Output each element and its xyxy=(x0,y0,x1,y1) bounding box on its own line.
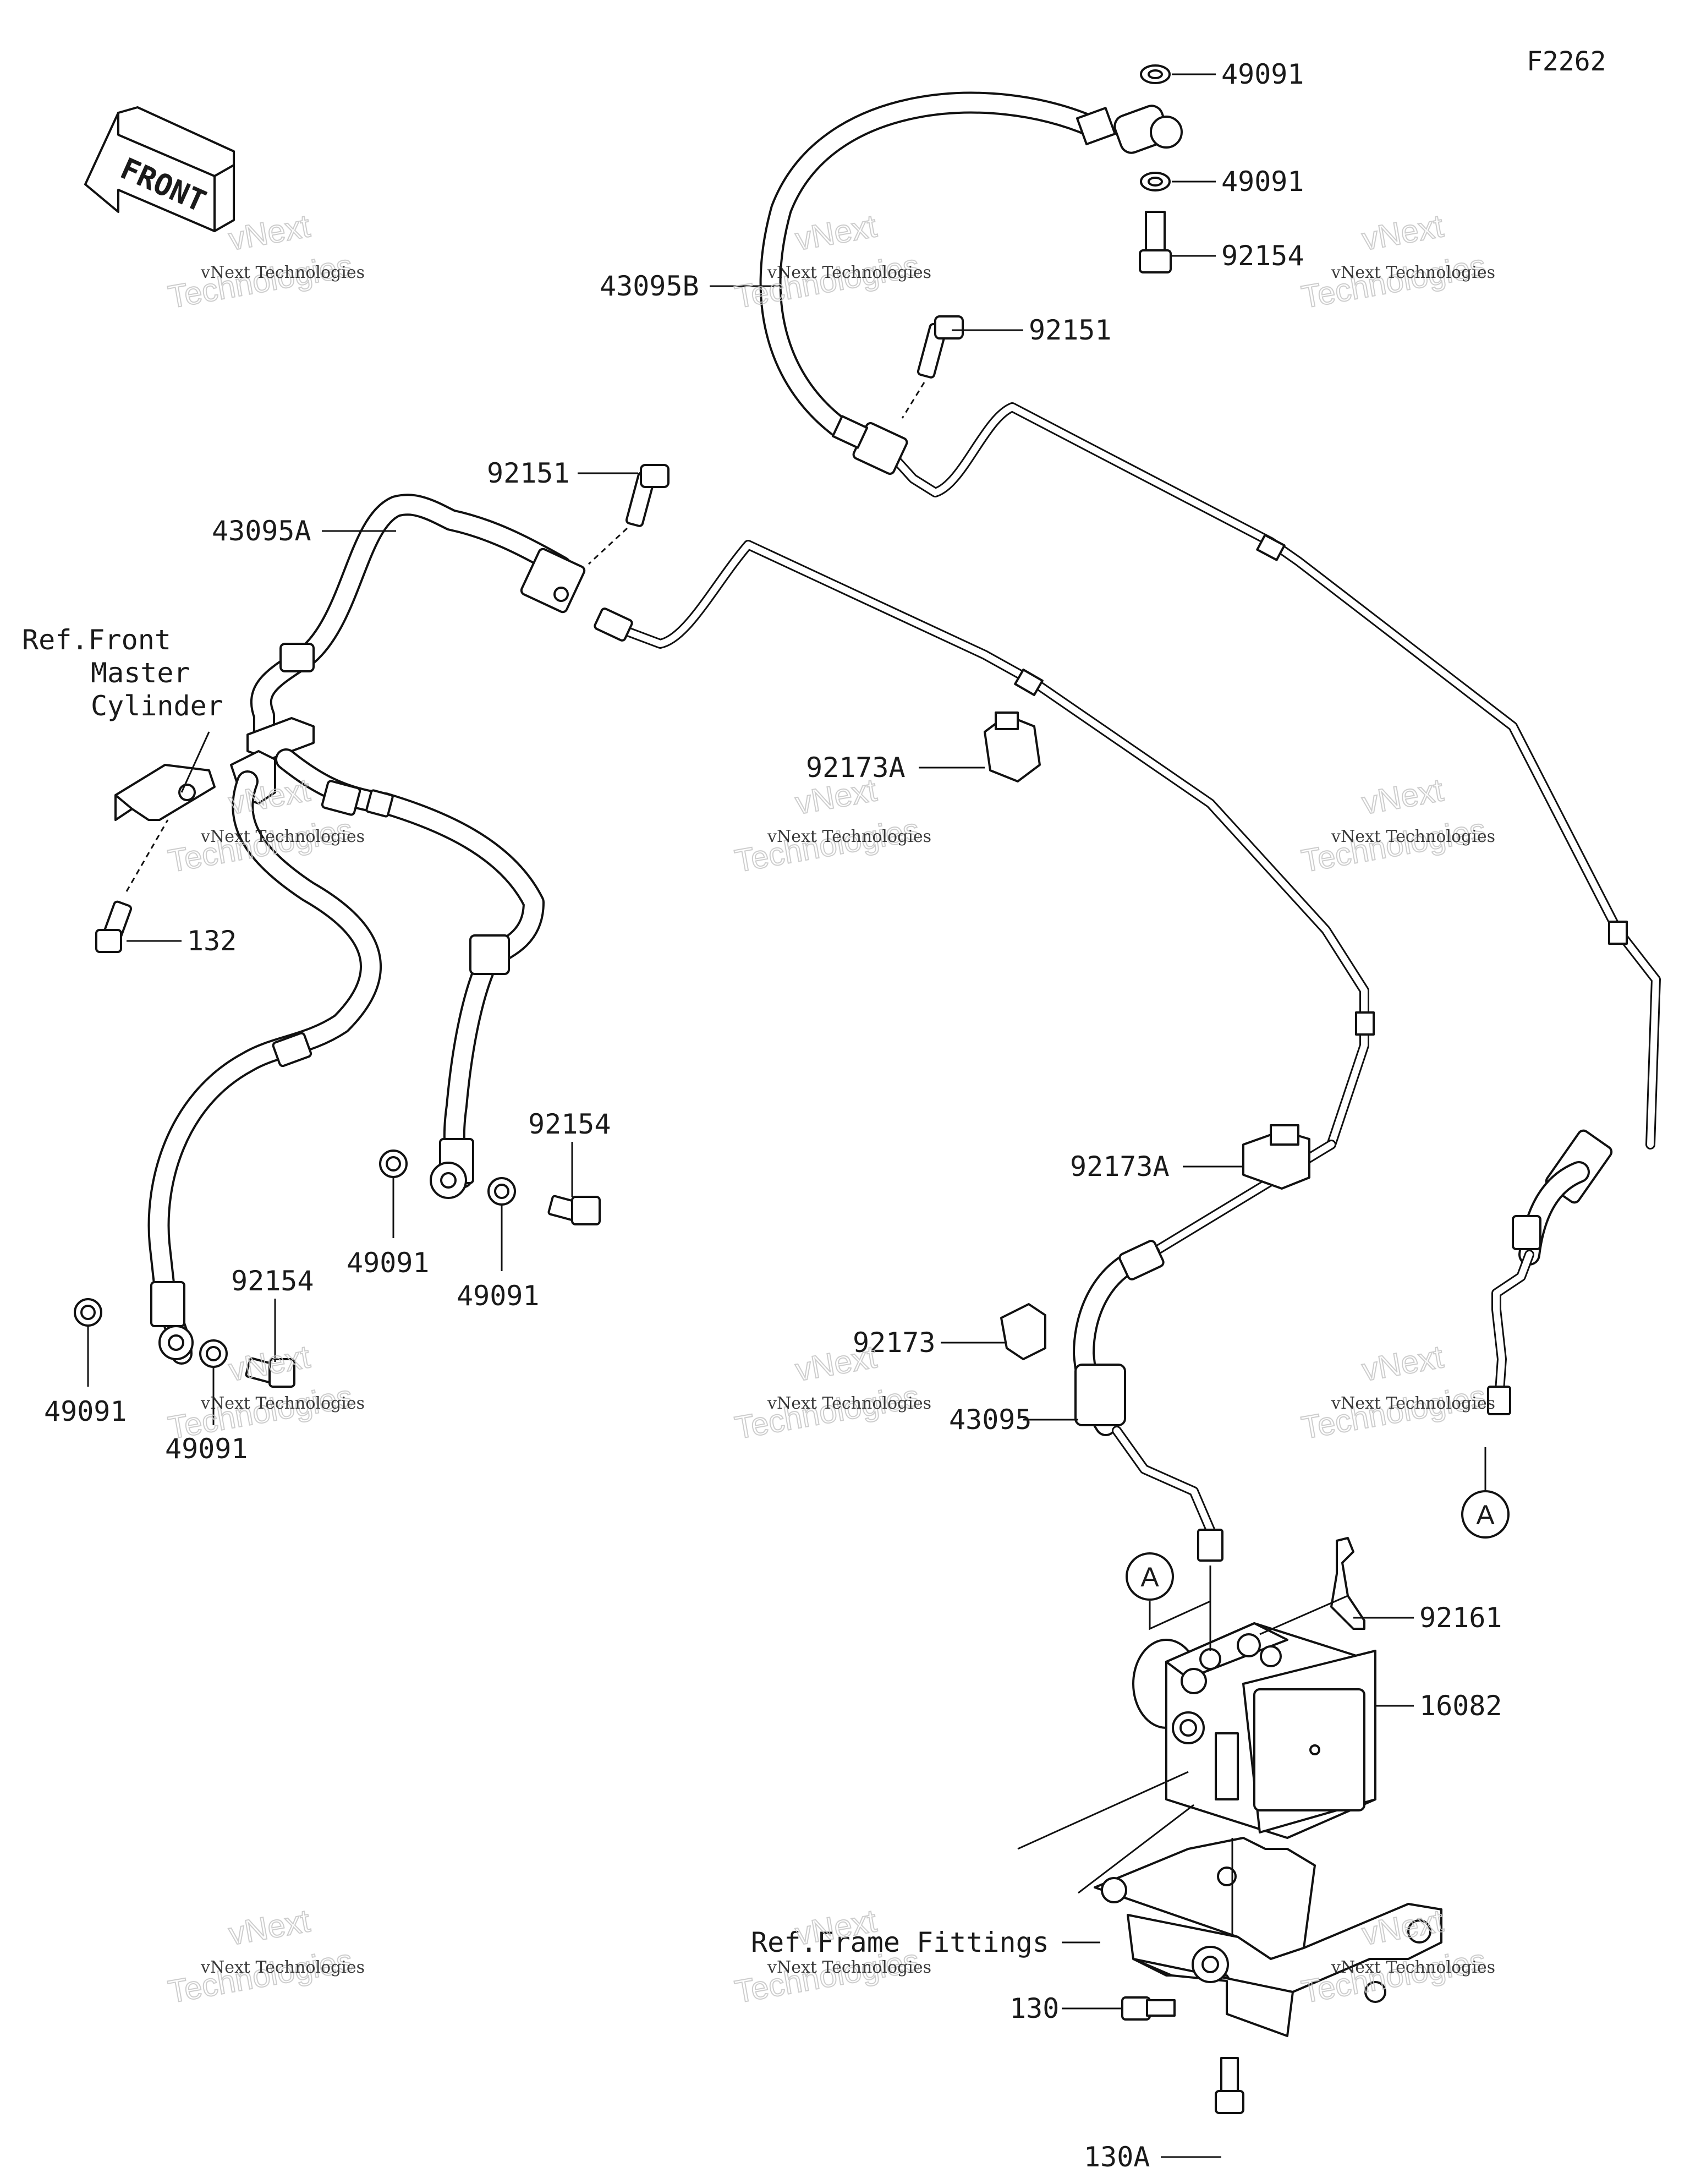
ref-frame-fittings: Ref.Frame Fittings xyxy=(751,1926,1049,1958)
watermark-line3: vNext xyxy=(226,208,312,258)
bolt-92151-upper xyxy=(901,315,964,419)
watermark-line1: vNext Technologies xyxy=(1331,1958,1495,1977)
abs-unit-16082 xyxy=(1132,1622,1376,1839)
watermark-line3: vNext xyxy=(793,1339,879,1388)
brake-hose-left-lower xyxy=(147,770,382,1365)
ref-front-master-cylinder-line1: Ref.Front xyxy=(22,624,171,656)
label-92151-upper: 92151 xyxy=(1029,314,1112,346)
callout-A-right: A xyxy=(1461,1490,1510,1539)
label-92173A-lower: 92173A xyxy=(1070,1151,1170,1183)
label-43095B: 43095B xyxy=(600,270,699,302)
bracket-92161 xyxy=(1330,1537,1365,1630)
watermark-line1: vNext Technologies xyxy=(200,1394,365,1413)
label-92173: 92173 xyxy=(853,1327,936,1359)
brake-hose-right-lower xyxy=(1487,1161,1590,1415)
brake-hose-mid xyxy=(275,748,545,1199)
diagram-id-code: F2262 xyxy=(1527,46,1606,77)
watermark: Technologies vNext vNext Technologies xyxy=(1298,771,1495,880)
bolt-130 xyxy=(1121,1996,1176,2021)
watermark-line1: vNext Technologies xyxy=(1331,263,1495,282)
clamp-92173A-lower xyxy=(1242,1124,1310,1190)
bolt-132 xyxy=(95,819,169,953)
label-92154-low: 92154 xyxy=(231,1265,314,1297)
reference-labels: Ref.Front Master Cylinder Ref.Frame Fitt… xyxy=(22,624,1049,1958)
brake-hose-43095 xyxy=(1073,1140,1336,1562)
brake-hose-43095A xyxy=(250,494,1375,1150)
watermark: Technologies vNext vNext Technologies xyxy=(165,1338,365,1447)
clamp-92173A-upper xyxy=(984,711,1041,782)
label-43095A: 43095A xyxy=(212,515,311,547)
callout-A-right-label: A xyxy=(1476,1499,1495,1530)
label-49091-mid-right: 49091 xyxy=(457,1280,540,1312)
watermark-line1: vNext Technologies xyxy=(767,263,931,282)
label-130: 130 xyxy=(1009,1993,1059,2024)
brake-hose-43095B xyxy=(759,91,1661,1204)
watermark: Technologies vNext vNext Technologies xyxy=(1298,207,1495,316)
frame-fittings-bracket xyxy=(1094,1837,1442,2037)
ref-front-master-cylinder-line2: Master xyxy=(91,657,190,689)
clamp-92173 xyxy=(1000,1303,1046,1360)
front-direction-arrow: FRONT xyxy=(84,106,235,232)
ref-front-master-cylinder-line3: Cylinder xyxy=(91,690,223,722)
watermark-line1: vNext Technologies xyxy=(200,1958,365,1977)
watermark-line1: vNext Technologies xyxy=(767,1958,931,1977)
label-49091-mid-left: 49091 xyxy=(347,1247,430,1279)
watermark-line3: vNext xyxy=(1359,772,1446,822)
bolt-130A xyxy=(1215,2057,1244,2114)
label-92173A-upper: 92173A xyxy=(806,752,906,784)
watermark-line1: vNext Technologies xyxy=(1331,827,1495,846)
label-92151-mid: 92151 xyxy=(487,457,570,489)
label-49091-top: 49091 xyxy=(1221,58,1304,90)
mid-banjo-set xyxy=(379,1150,601,1225)
label-49091-low-left: 49091 xyxy=(44,1395,127,1427)
label-92154-mid: 92154 xyxy=(528,1108,611,1140)
watermark: Technologies vNext vNext Technologies xyxy=(165,1902,365,2011)
label-16082: 16082 xyxy=(1419,1690,1502,1722)
label-130A: 130A xyxy=(1084,2141,1150,2173)
label-43095: 43095 xyxy=(949,1404,1032,1436)
watermark-line3: vNext xyxy=(1359,1339,1446,1388)
top-banjo-set xyxy=(1139,64,1172,273)
part-labels: 49091 49091 92154 43095B 92151 92151 430… xyxy=(44,58,1502,2173)
label-92161: 92161 xyxy=(1419,1602,1502,1634)
leader-lines xyxy=(87,73,1486,2158)
watermark: Technologies vNext vNext Technologies xyxy=(732,771,931,880)
watermark: Technologies vNext vNext Technologies xyxy=(1298,1338,1495,1447)
label-132: 132 xyxy=(187,925,237,957)
watermark-line3: vNext xyxy=(793,208,879,258)
low-banjo-set xyxy=(74,1298,295,1388)
watermark-line3: vNext xyxy=(1359,208,1446,258)
watermark-line1: vNext Technologies xyxy=(200,263,365,282)
callout-A-left-label: A xyxy=(1140,1562,1159,1592)
label-49091-low-right: 49091 xyxy=(165,1433,248,1465)
master-cylinder-bracket xyxy=(114,764,216,821)
callout-A-left: A xyxy=(1126,1552,1174,1601)
watermark-line1: vNext Technologies xyxy=(200,827,365,846)
watermark-line3: vNext xyxy=(226,1339,312,1388)
watermark-line1: vNext Technologies xyxy=(767,1394,931,1413)
watermark-line1: vNext Technologies xyxy=(1331,1394,1495,1413)
label-49091-top2: 49091 xyxy=(1221,166,1304,198)
bolt-92151-mid xyxy=(588,464,670,565)
watermark-line1: vNext Technologies xyxy=(767,827,931,846)
watermark-line3: vNext xyxy=(226,1903,312,1952)
label-92154-top: 92154 xyxy=(1221,240,1304,272)
